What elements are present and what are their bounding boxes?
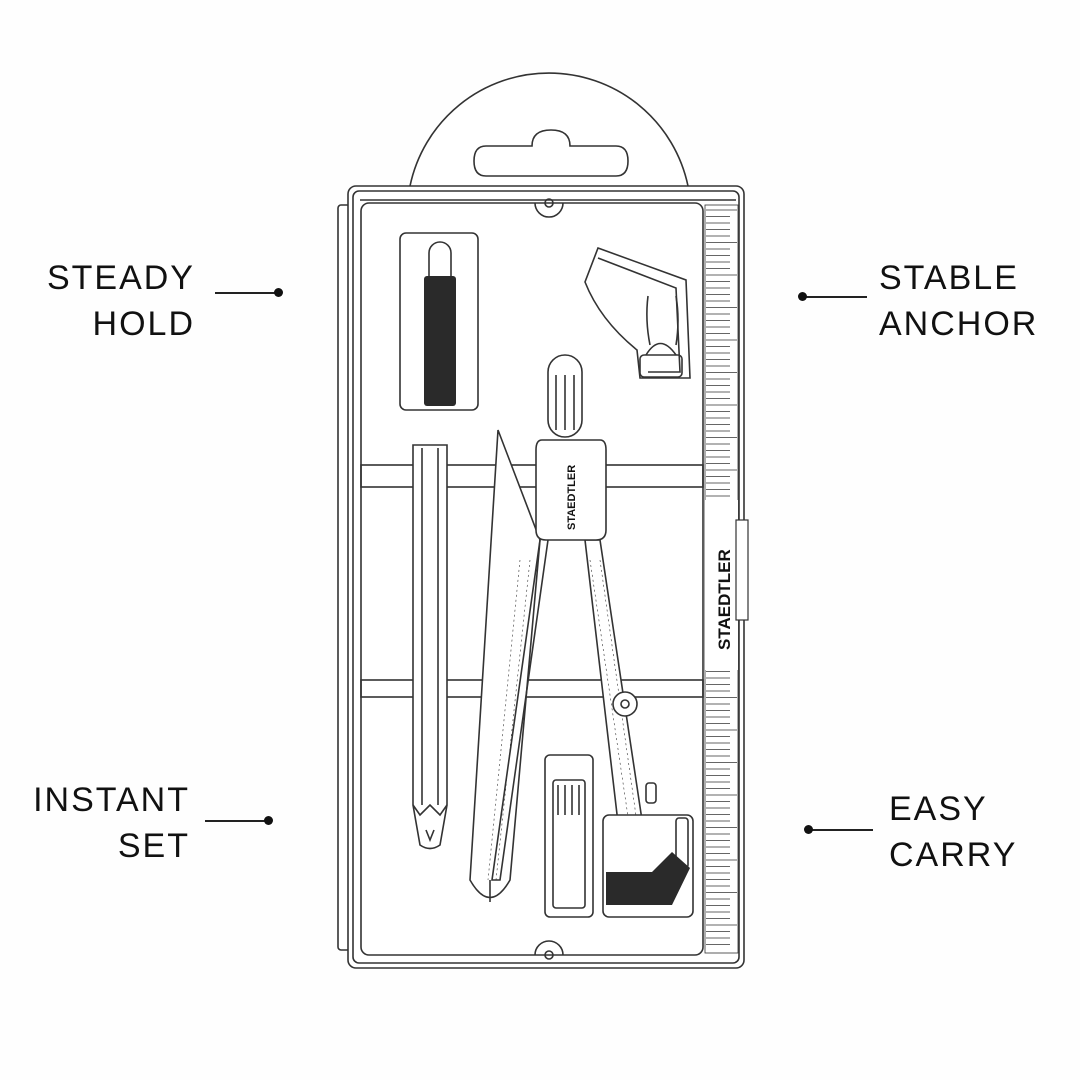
feature-line1: STEADY bbox=[46, 259, 195, 297]
feature-steady-hold: STEADY HOLD bbox=[20, 255, 195, 347]
leader-line bbox=[802, 296, 867, 298]
feature-line2: ANCHOR bbox=[879, 305, 1039, 343]
pen-adapter bbox=[602, 814, 694, 918]
compass-brand-logo: STAEDTLER bbox=[566, 465, 578, 530]
leader-line bbox=[215, 292, 278, 294]
hanger-tab bbox=[409, 72, 689, 187]
pencil bbox=[412, 444, 448, 850]
leader-line bbox=[808, 829, 873, 831]
feature-instant-set: INSTANT SET bbox=[10, 777, 190, 869]
feature-line1: INSTANT bbox=[33, 781, 190, 819]
feature-easy-carry: EASY CARRY bbox=[889, 786, 1069, 878]
feature-line2: SET bbox=[117, 827, 190, 865]
feature-line1: EASY bbox=[889, 790, 988, 828]
ruler-strip bbox=[704, 204, 749, 954]
leader-dot bbox=[264, 816, 273, 825]
leader-line bbox=[205, 820, 268, 822]
lead-tube bbox=[399, 232, 479, 411]
leader-dot bbox=[798, 292, 807, 301]
holder-piece bbox=[584, 246, 691, 379]
leads-container bbox=[544, 754, 594, 918]
feature-line1: STABLE bbox=[879, 259, 1019, 297]
feature-line2: HOLD bbox=[92, 305, 195, 343]
feature-stable-anchor: STABLE ANCHOR bbox=[879, 255, 1069, 347]
case-brand-logo: STAEDTLER bbox=[715, 549, 734, 650]
compass bbox=[469, 354, 657, 902]
feature-line2: CARRY bbox=[889, 836, 1018, 874]
leader-dot bbox=[274, 288, 283, 297]
leader-dot bbox=[804, 825, 813, 834]
